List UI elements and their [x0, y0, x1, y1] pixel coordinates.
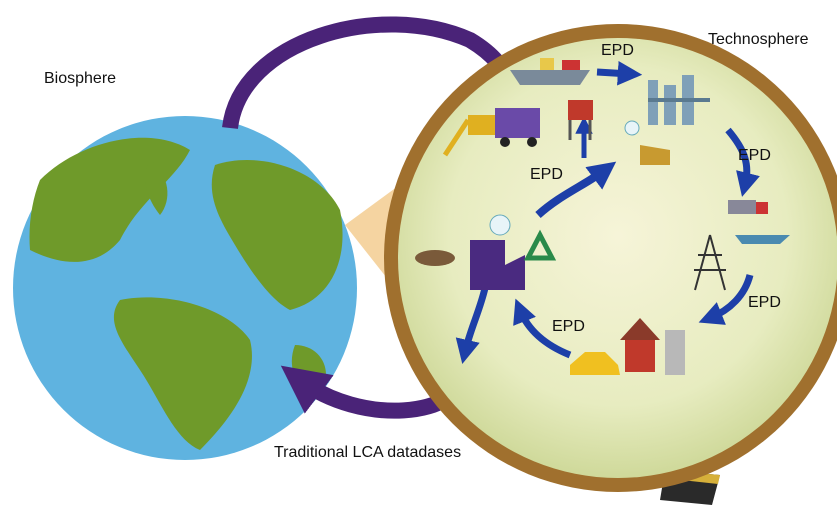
epd-arrow [725, 127, 760, 197]
epd-arrow [596, 61, 643, 86]
truck-icon [495, 108, 540, 147]
factory-icon [624, 120, 670, 165]
ship-icon [510, 58, 590, 85]
continent [211, 160, 343, 310]
epd-arrow [513, 298, 572, 359]
excavator-icon [442, 115, 498, 157]
car-icon [570, 352, 620, 375]
technosphere-label: Technosphere [708, 31, 809, 48]
traditional-lca-label: Traditional LCA datadases [274, 444, 462, 461]
epd-label: EPD [738, 147, 771, 164]
houses-icon [620, 318, 685, 375]
refinery-icon [648, 75, 710, 125]
globe-biosphere [13, 116, 357, 460]
epd-arrow [455, 287, 489, 364]
epd-label: EPD [552, 318, 585, 335]
continent [113, 297, 252, 450]
industry-icon [470, 214, 525, 290]
power-pylon-icon [694, 234, 726, 291]
epd-arrow [698, 273, 754, 325]
epd-label: EPD [601, 42, 634, 59]
epd-label: EPD [748, 294, 781, 311]
waste-icon [415, 250, 455, 266]
truck-transport-icon [728, 200, 768, 214]
epd-label: EPD [530, 166, 563, 183]
oil-rig-icon [568, 100, 593, 140]
boat-icon [735, 235, 790, 244]
continent [145, 160, 168, 215]
magnifier-lens [398, 38, 837, 478]
recycle-icon [523, 229, 557, 261]
epd-arrow [535, 161, 617, 218]
biosphere-label: Biosphere [44, 70, 117, 87]
